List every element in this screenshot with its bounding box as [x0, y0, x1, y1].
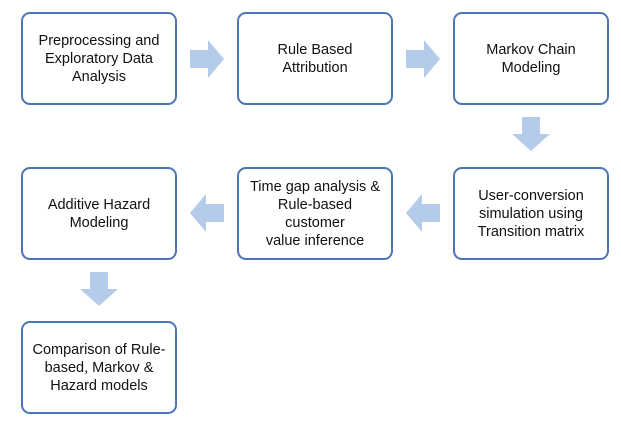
arrow-left-icon: [190, 194, 224, 232]
step-label: Comparison of Rule- based, Markov & Haza…: [32, 341, 166, 394]
step-user-conversion-simulation: User-conversion simulation using Transit…: [453, 167, 609, 260]
step-comparison: Comparison of Rule- based, Markov & Haza…: [21, 321, 177, 414]
arrow-right-icon: [406, 40, 440, 78]
step-label: Time gap analysis & Rule-based customer …: [249, 178, 381, 249]
step-label: Markov Chain Modeling: [486, 41, 576, 76]
step-markov-chain-modeling: Markov Chain Modeling: [453, 12, 609, 105]
arrow-down-icon: [80, 272, 118, 306]
step-label: Additive Hazard Modeling: [47, 196, 151, 231]
step-label: User-conversion simulation using Transit…: [477, 187, 585, 240]
step-preprocessing: Preprocessing and Exploratory Data Analy…: [21, 12, 177, 105]
arrow-left-icon: [406, 194, 440, 232]
step-time-gap-analysis: Time gap analysis & Rule-based customer …: [237, 167, 393, 260]
arrow-right-icon: [190, 40, 224, 78]
arrow-down-icon: [512, 117, 550, 151]
step-label: Rule Based Attribution: [277, 41, 353, 76]
step-additive-hazard-modeling: Additive Hazard Modeling: [21, 167, 177, 260]
step-label: Preprocessing and Exploratory Data Analy…: [38, 32, 160, 85]
step-rule-based-attribution: Rule Based Attribution: [237, 12, 393, 105]
